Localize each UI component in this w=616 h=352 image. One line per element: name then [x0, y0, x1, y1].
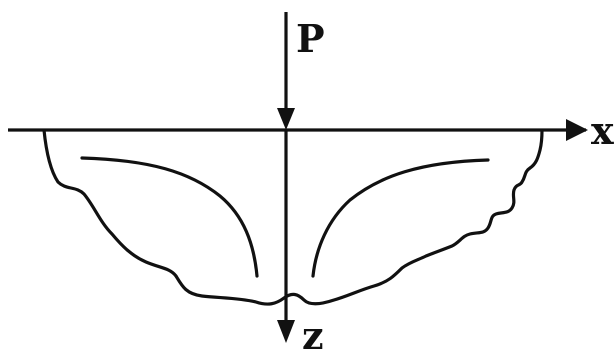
left-inner-crack — [80, 156, 259, 278]
x-axis-arrowhead — [566, 119, 588, 141]
z-axis-arrowhead — [277, 320, 295, 343]
z-axis-label: z — [302, 313, 324, 352]
load-label: P — [296, 16, 325, 61]
damage-zone-outline — [42, 129, 544, 306]
right-inner-crack — [311, 158, 490, 278]
load-arrowhead — [277, 108, 295, 130]
x-axis-label: x — [591, 108, 614, 153]
